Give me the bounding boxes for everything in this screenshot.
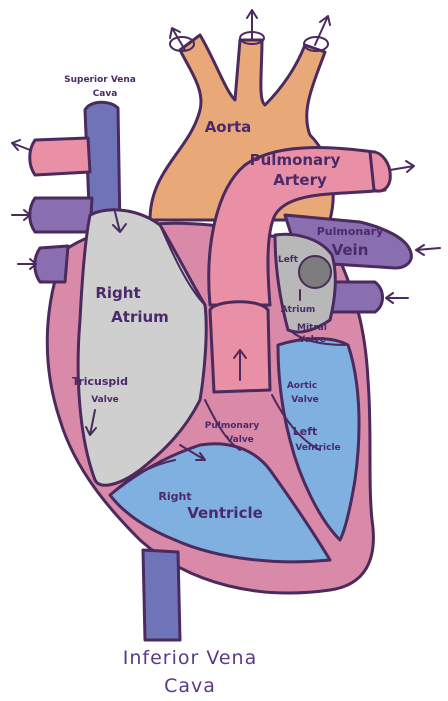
label-inferior-vena-cava-1: Inferior Vena [123,647,258,669]
label-left-ventricle-2: Ventricle [295,443,340,453]
label-right-atrium-1: Right [95,284,140,302]
left-atrium-dark-spot [299,256,331,288]
label-aortic-valve-2: Valve [291,395,319,405]
label-tricuspid-valve-1: Tricuspid [72,375,128,388]
label-pulmonary-vein-2: Vein [332,241,369,259]
label-pulmonary-vein-1: Pulmonary [317,225,384,238]
label-left-atrium-1: Left [278,255,299,265]
pulmonary-vein-lower [330,282,383,312]
label-aorta: Aorta [205,118,252,136]
label-aortic-valve-1: Aortic [287,381,317,391]
label-mitral-valve-2: Valve [298,335,326,345]
left-vessel-middle [30,198,92,232]
label-right-atrium-2: Atrium [111,308,169,326]
label-pulmonary-valve-2: Valve [226,435,254,445]
label-superior-vena-cava-2: Cava [93,89,118,99]
left-vessel-bottom [35,246,68,282]
left-vessel-top [30,138,90,175]
label-right-ventricle-2: Ventricle [187,504,263,522]
label-inferior-vena-cava-2: Cava [164,675,216,697]
label-pulmonary-artery-1: Pulmonary [250,151,341,169]
label-mitral-valve-1: Mitral [297,323,327,333]
label-right-ventricle-1: Right [158,490,191,503]
label-pulmonary-artery-2: Artery [273,171,327,189]
label-pulmonary-valve-1: Pulmonary [205,421,260,431]
pulmonary-artery-end [370,152,390,191]
label-left-atrium-2: Atrium [281,305,316,315]
label-tricuspid-valve-2: Valve [91,395,119,405]
pulmonary-artery-arrow [390,161,414,172]
inferior-vena-cava [143,550,180,640]
label-left-ventricle-1: Left [293,425,318,438]
label-superior-vena-cava-1: Superior Vena [64,75,136,85]
